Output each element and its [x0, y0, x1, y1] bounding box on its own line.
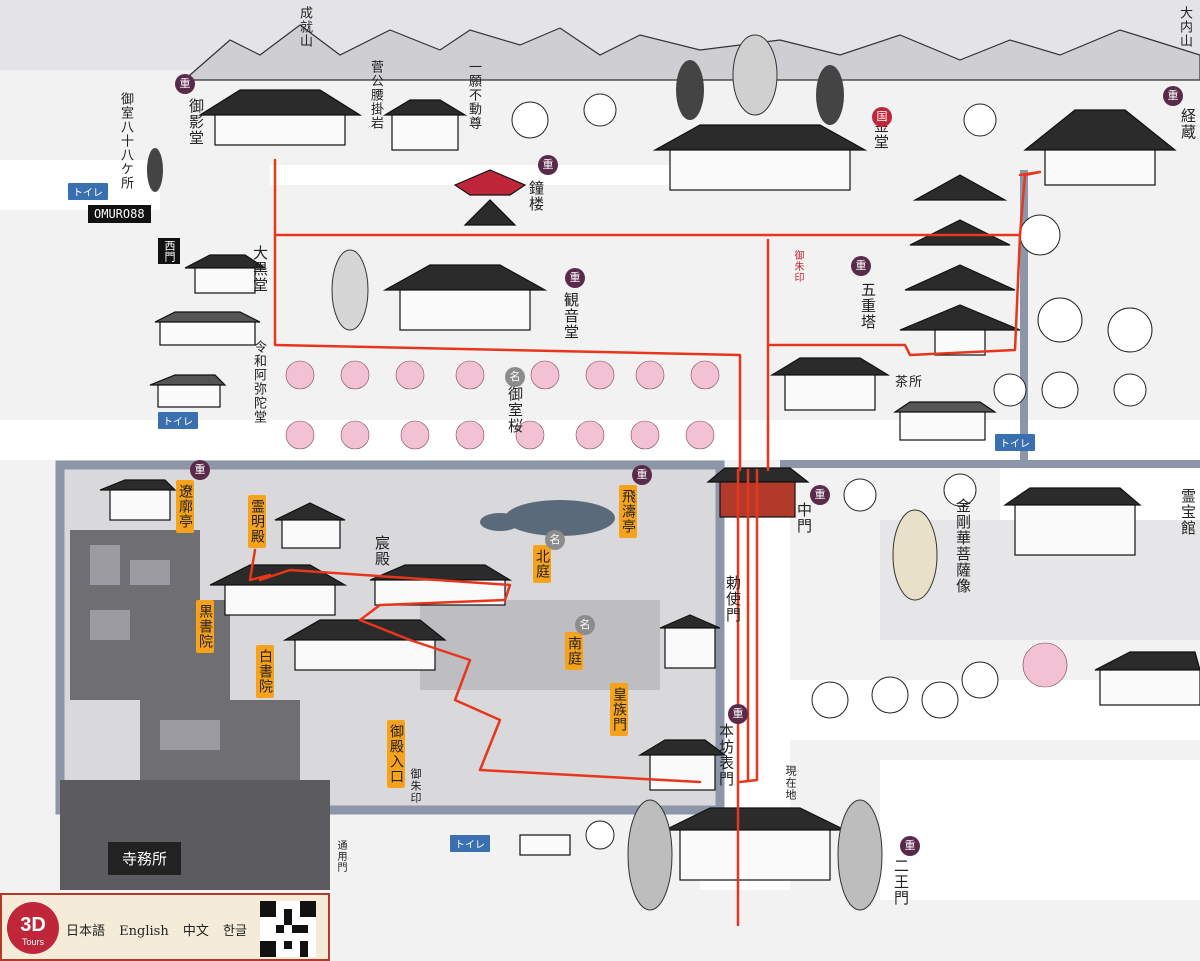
goten-iriguchi-label[interactable]: 御殿入口	[387, 720, 405, 788]
goju-no-to-label[interactable]: 五重塔	[859, 282, 877, 330]
statues	[147, 34, 938, 911]
language-list: 日本語 English 中文 한글	[66, 920, 257, 939]
honbo-omotemon-label[interactable]: 本坊表門	[717, 723, 735, 787]
mei-badge: 名	[545, 530, 565, 550]
goeido-label[interactable]: 御影堂	[187, 98, 205, 146]
logo-subtext: Tours	[22, 937, 45, 947]
juyo-badge: 重	[851, 256, 871, 276]
gosyuin-label[interactable]: 御朱印	[409, 768, 422, 804]
kannondo-label[interactable]: 観音堂	[562, 292, 580, 340]
ichigan-fudo-label[interactable]: 一願不動尊	[466, 60, 481, 130]
nishimon-label[interactable]: 西門	[158, 238, 180, 264]
footer-bar: 3D Tours 日本語 English 中文 한글	[0, 893, 330, 961]
lang-japanese[interactable]: 日本語	[66, 924, 106, 939]
ichigan-fudo-building	[382, 99, 468, 116]
chasho-label[interactable]: 茶所	[895, 375, 924, 390]
reihokan-building	[1003, 487, 1142, 506]
tsuyomon-label[interactable]: 通用門	[335, 840, 346, 873]
kozokumon-label[interactable]: 皇族門	[610, 683, 628, 736]
kuroshoin-label[interactable]: 黒書院	[196, 600, 214, 653]
jimusho-label[interactable]: 寺務所	[108, 842, 182, 875]
toilet-tag-1[interactable]: トイレ	[68, 183, 108, 200]
juyo-badge: 重	[728, 704, 748, 724]
cherry-trees	[285, 360, 1068, 688]
chokushimon-label[interactable]: 勅使門	[724, 575, 742, 623]
omuro88-tag[interactable]: OMURO88	[88, 205, 151, 223]
omuro88-label[interactable]: 御室八十八ケ所	[118, 92, 133, 190]
toilet-tag-3[interactable]: トイレ	[995, 434, 1035, 451]
daikokudo-label[interactable]: 大黒堂	[251, 245, 269, 293]
qr-code-icon[interactable]	[260, 901, 316, 957]
reiwa-amidado-label[interactable]: 令和阿弥陀堂	[251, 340, 266, 424]
shiroshoin-label[interactable]: 白書院	[256, 645, 274, 698]
logo-text: 3D	[20, 914, 46, 936]
kannondo-building	[382, 264, 548, 291]
niomon-label[interactable]: 二王門	[892, 858, 910, 906]
genzaichi-label: 現在地	[784, 765, 797, 801]
kanko-koshikake-label[interactable]: 菅公腰掛岩	[368, 60, 383, 130]
lang-korean[interactable]: 한글	[223, 924, 247, 939]
juyo-badge: 重	[810, 485, 830, 505]
chasho-building	[769, 357, 891, 376]
pagoda-building	[899, 174, 1021, 331]
3d-tours-logo[interactable]: 3D Tours	[6, 901, 60, 955]
mei-badge: 名	[575, 615, 595, 635]
juyo-badge: 重	[1163, 86, 1183, 106]
kitaniwa-label[interactable]: 北庭	[533, 545, 551, 583]
kongoke-label[interactable]: 金剛華菩薩像	[954, 498, 972, 594]
kokuho-badge: 国	[872, 107, 892, 127]
omuro-zakura-label[interactable]: 御室桜	[506, 386, 524, 434]
toilet-tag-2[interactable]: トイレ	[158, 412, 198, 429]
kyozo-building	[1023, 109, 1177, 151]
shinden-label[interactable]: 宸殿	[373, 535, 391, 567]
minaminiwa-label[interactable]: 南庭	[565, 632, 583, 670]
shoro-label[interactable]: 鐘楼	[527, 180, 545, 212]
goeido-building	[197, 89, 363, 116]
toilet-tag-4[interactable]: トイレ	[450, 835, 490, 852]
juyo-badge: 重	[175, 74, 195, 94]
juyo-badge: 重	[900, 836, 920, 856]
juyo-badge: 重	[538, 155, 558, 175]
kyozo-label[interactable]: 経蔵	[1179, 108, 1197, 140]
lang-chinese[interactable]: 中文	[182, 924, 209, 939]
lang-english[interactable]: English	[119, 924, 169, 939]
mei-badge: 名	[505, 367, 525, 387]
trees	[511, 93, 1153, 850]
juyo-badge: 重	[190, 460, 210, 480]
reihokan-label[interactable]: 霊宝館	[1179, 488, 1197, 536]
gosyuin-label-2[interactable]: 御朱印	[792, 250, 803, 283]
mountain-left-label: 成就山	[297, 6, 312, 48]
juyo-badge: 重	[632, 465, 652, 485]
red-route-line	[248, 158, 1042, 927]
hiyotei-label[interactable]: 飛濤亭	[619, 485, 637, 538]
juyo-badge: 重	[565, 268, 585, 288]
shoro-building	[453, 169, 527, 196]
kondo-building	[652, 124, 868, 151]
chumon-label[interactable]: 中門	[795, 502, 813, 534]
reimeiden-label[interactable]: 霊明殿	[248, 495, 266, 548]
mountain-right-label: 大内山	[1177, 6, 1192, 48]
rankando-label[interactable]: 遼廓亭	[176, 480, 194, 533]
